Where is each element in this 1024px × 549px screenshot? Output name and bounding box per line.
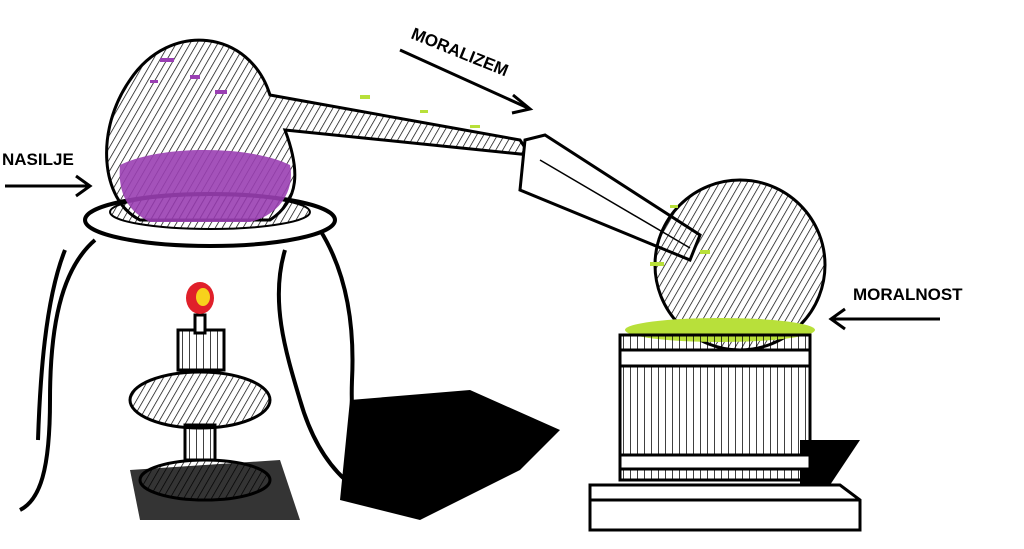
retort-flask: [105, 38, 534, 222]
label-moralizem: MORALIZEM: [399, 24, 534, 115]
svg-text:MORALIZEM: MORALIZEM: [409, 24, 512, 80]
label-moralnost: MORALNOST: [828, 285, 963, 331]
arrow-right-icon: [5, 174, 93, 198]
drum-stand: [588, 333, 862, 532]
receiver-flask: [518, 133, 827, 352]
arrow-left-icon: [828, 307, 940, 331]
svg-text:NASILJE: NASILJE: [2, 150, 74, 169]
label-nasilje: NASILJE: [2, 150, 93, 198]
arrow-down-right-icon: [399, 48, 534, 115]
flame-icon: [186, 282, 214, 314]
svg-text:MORALNOST: MORALNOST: [853, 285, 963, 304]
burner-lamp: [128, 313, 272, 502]
